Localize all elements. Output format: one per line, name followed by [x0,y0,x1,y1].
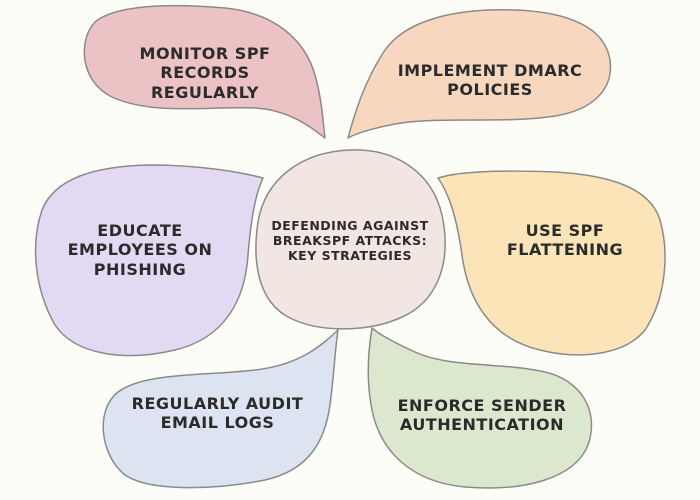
petal-flattening-line-1: USE SPF [525,220,605,240]
center-title-line-1: DEFENDING AGAINST [271,217,429,233]
petal-audit-label: REGULARLY AUDIT EMAIL LOGS [115,388,320,438]
petal-sender-shape [367,327,593,489]
petal-educate-line-2: EMPLOYEES ON [67,240,213,260]
petal-monitor-shape [83,4,326,139]
petal-dmarc-label: IMPLEMENT DMARC POLICIES [380,55,600,105]
petal-monitor-line-1: MONITOR SPF [139,44,271,64]
center-shape [255,149,446,330]
petal-audit-line-2: EMAIL LOGS [160,413,275,432]
petal-sender-line-2: AUTHENTICATION [399,415,565,434]
petal-audit-shape [102,329,339,489]
petal-audit-line-1: REGULARLY AUDIT [131,393,304,413]
petal-sender-line-1: ENFORCE SENDER [397,395,567,415]
center-title: DEFENDING AGAINST BREAKSPF ATTACKS: KEY … [262,205,438,275]
petal-dmarc-line-2: POLICIES [447,80,533,99]
petal-dmarc-shape [347,9,612,139]
petal-sender-label: ENFORCE SENDER AUTHENTICATION [382,390,582,440]
petal-educate-line-1: EDUCATE [97,221,183,241]
petal-educate-label: EDUCATE EMPLOYEES ON PHISHING [45,210,235,290]
center-title-line-3: KEY STRATEGIES [287,247,412,263]
petal-flattening-shape [437,170,666,356]
petal-dmarc-line-1: IMPLEMENT DMARC [397,60,583,80]
petal-monitor-label: MONITOR SPF RECORDS REGULARLY [105,38,305,108]
center-title-line-2: BREAKSPF ATTACKS: [272,232,428,248]
petal-flattening-label: USE SPF FLATTENING [475,215,655,265]
petal-flattening-line-2: FLATTENING [506,240,624,259]
petal-monitor-line-3: REGULARLY [150,82,260,102]
petal-educate-shape [34,164,264,357]
petal-educate-line-3: PHISHING [93,259,187,279]
petal-monitor-line-2: RECORDS [160,63,250,83]
